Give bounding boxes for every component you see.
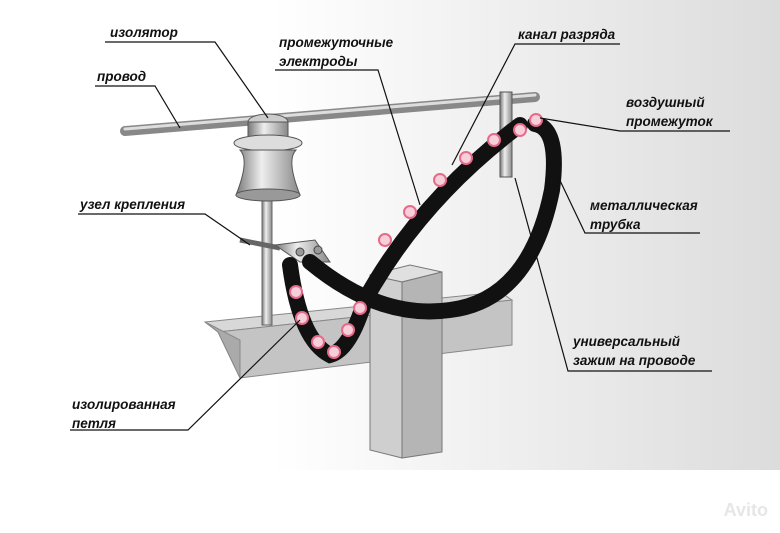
watermark: Avito: [723, 500, 768, 520]
insulator: [233, 113, 303, 202]
leader-lines: [70, 41, 730, 431]
wire: [120, 92, 540, 136]
insulator-pin: [261, 189, 273, 326]
label-mount: узел крепления: [80, 197, 186, 212]
label-wire: провод: [97, 69, 147, 84]
label-discharge-channel: канал разряда: [518, 27, 616, 42]
intermediate-electrodes: [289, 113, 543, 359]
discharge-cable: [302, 116, 562, 320]
label-insulator: изолятор: [110, 25, 178, 40]
wire-highlight: [123, 93, 537, 131]
mount-bracket: [239, 237, 331, 263]
isolated-loop-cable: [282, 117, 528, 364]
post: [369, 264, 443, 459]
